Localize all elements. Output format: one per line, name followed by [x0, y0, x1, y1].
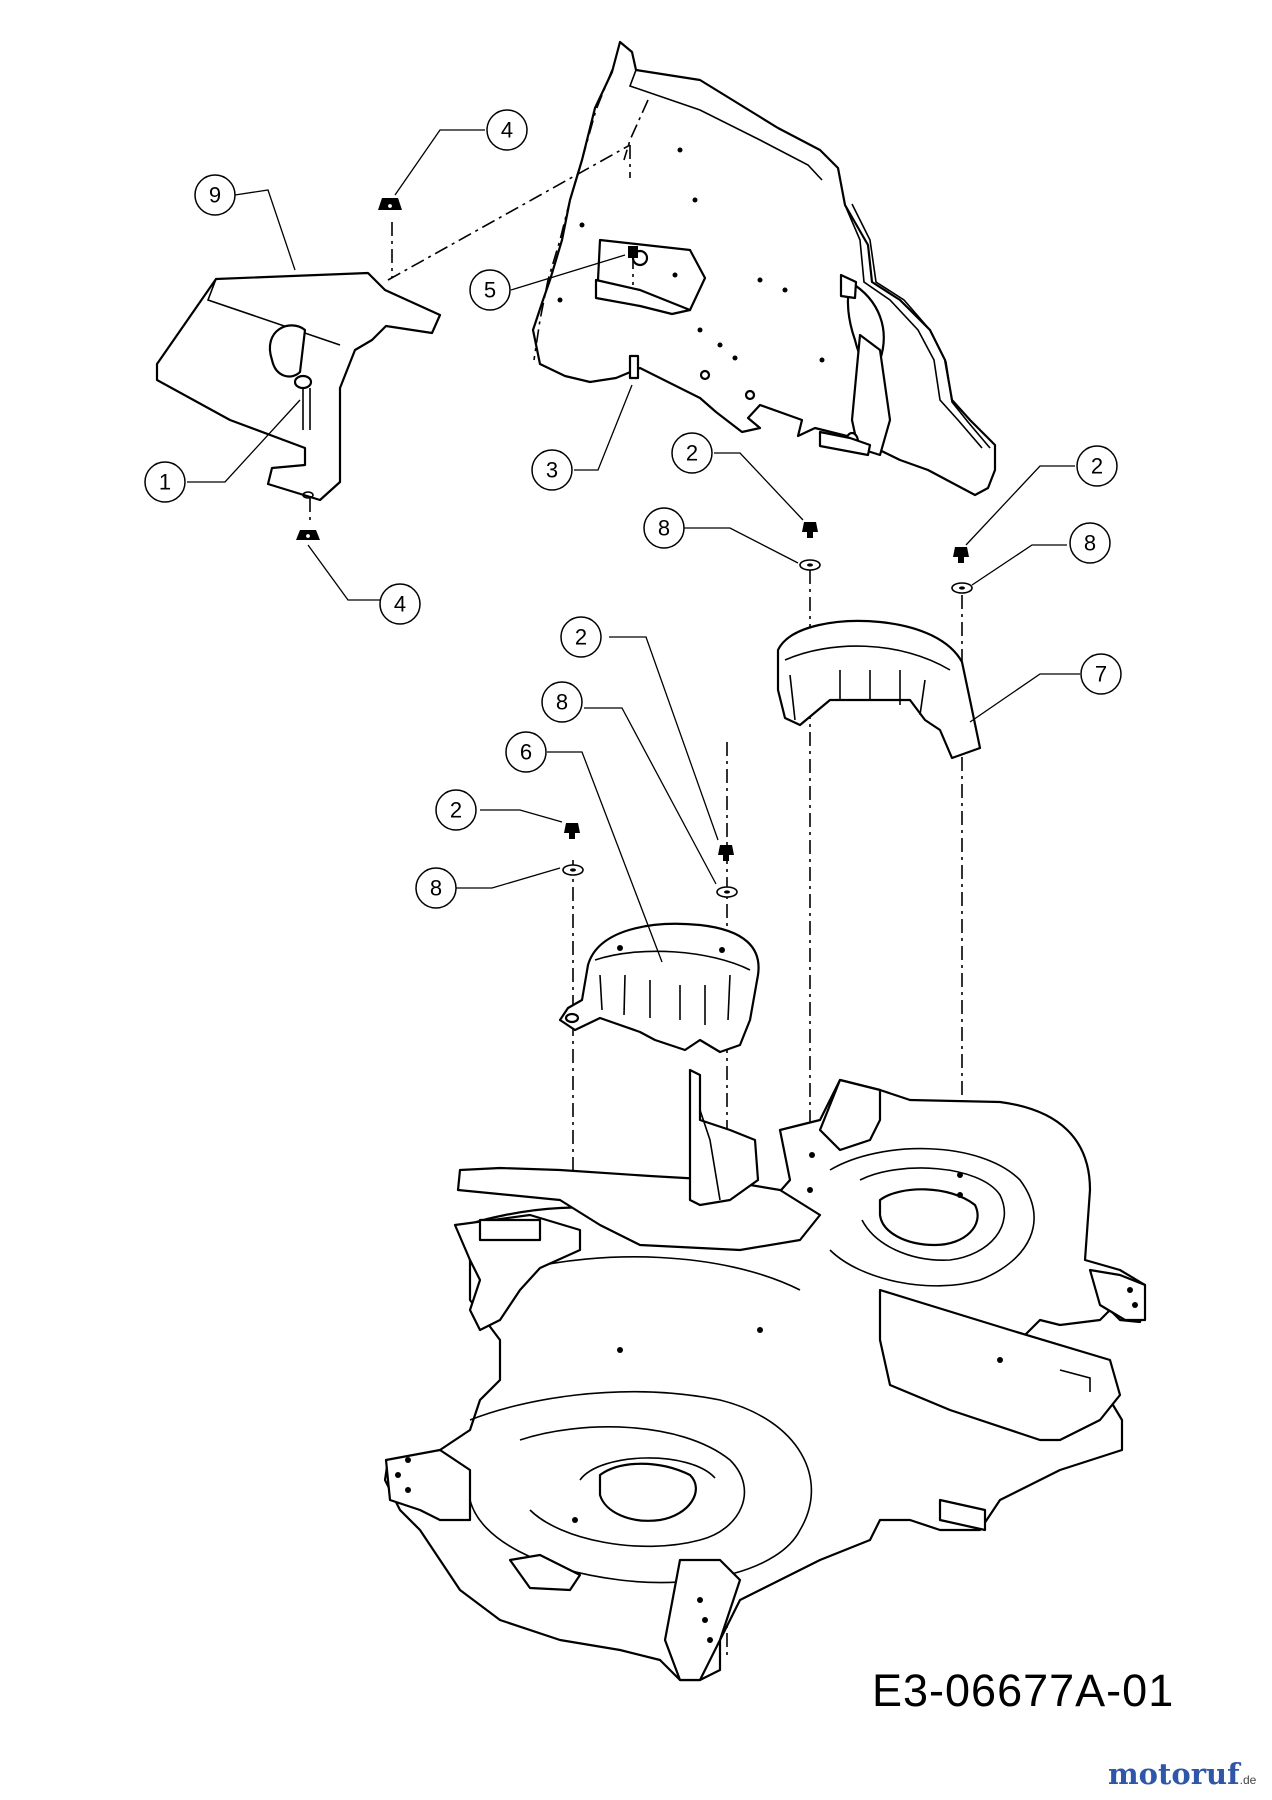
callout-8-b-label: 8 — [1084, 531, 1096, 556]
callout-2-a: 2 — [671, 432, 713, 474]
callout-2-d-label: 2 — [450, 798, 462, 823]
callout-8-b: 8 — [1069, 522, 1111, 564]
callout-8-a-label: 8 — [658, 516, 670, 541]
callout-3: 3 — [531, 449, 573, 491]
callout-8-c-label: 8 — [556, 690, 568, 715]
callout-1: 1 — [144, 461, 186, 503]
callout-8-c: 8 — [541, 681, 583, 723]
callout-2-b-label: 2 — [1091, 454, 1103, 479]
mower-deck — [383, 1068, 1147, 1682]
part-2-bolt-a — [802, 522, 818, 532]
callout-4-top-label: 4 — [501, 118, 513, 143]
drawing-code: E3-06677A-01 — [872, 1665, 1175, 1716]
callout-6: 6 — [505, 731, 547, 773]
callout-4-bottom: 4 — [379, 583, 421, 625]
callout-9-label: 9 — [209, 183, 221, 208]
callout-9: 9 — [194, 174, 236, 216]
callout-5: 5 — [469, 269, 511, 311]
callout-8-d-label: 8 — [430, 876, 442, 901]
part-2-bolt-b — [953, 547, 969, 557]
watermark-brand: motoruf — [1108, 1757, 1240, 1791]
callout-6-label: 6 — [520, 740, 532, 765]
part-5-pin — [628, 246, 638, 258]
callout-7: 7 — [1080, 653, 1122, 695]
callout-2-c-label: 2 — [575, 625, 587, 650]
callout-2-c: 2 — [560, 616, 602, 658]
part-2-bolt-d — [718, 845, 734, 855]
part-7-housing-cover — [776, 619, 982, 760]
rear-panel — [531, 40, 997, 497]
callout-2-a-label: 2 — [686, 441, 698, 466]
callout-8-a: 8 — [643, 507, 685, 549]
callout-3-label: 3 — [546, 458, 558, 483]
part-3-pin — [628, 354, 640, 380]
callout-5-label: 5 — [484, 278, 496, 303]
watermark-suffix: .de — [1239, 1773, 1257, 1787]
part-9-deflector-shield — [155, 271, 442, 520]
part-6-housing-cover — [558, 922, 760, 1054]
callout-4-top: 4 — [486, 109, 528, 151]
part-2-bolt-c — [564, 823, 580, 833]
watermark-logo: motoruf.de — [1108, 1757, 1256, 1791]
callout-2-b: 2 — [1076, 445, 1118, 487]
callout-7-label: 7 — [1095, 662, 1107, 687]
leader-lines — [187, 129, 1080, 963]
callout-1-label: 1 — [159, 470, 171, 495]
callout-2-d: 2 — [435, 789, 477, 831]
hardware — [296, 198, 973, 898]
callout-4-bottom-label: 4 — [394, 592, 406, 617]
callout-8-d: 8 — [415, 867, 457, 909]
